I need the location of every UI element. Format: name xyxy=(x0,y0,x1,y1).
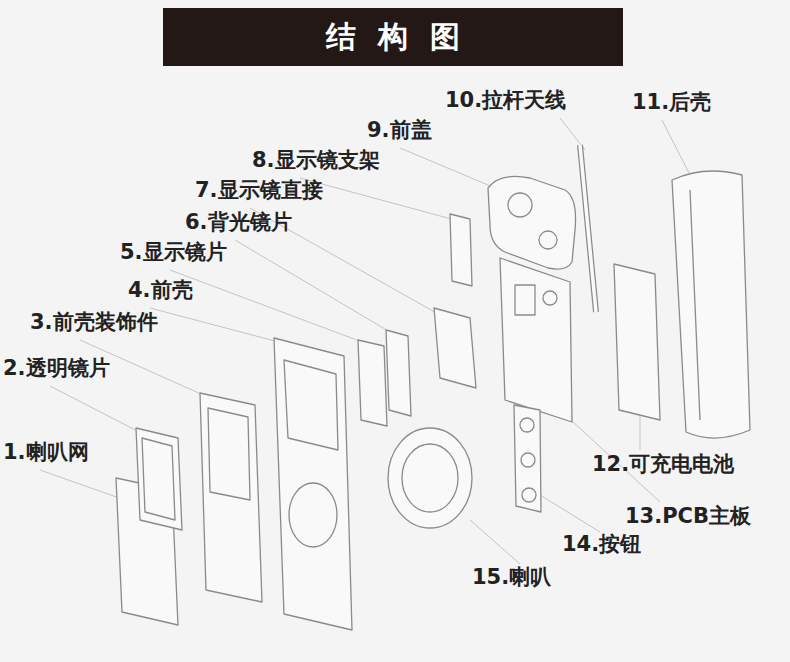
part-label: 4.前壳 xyxy=(128,278,193,303)
part-label: 2.透明镜片 xyxy=(3,356,110,381)
part-label: 13.PCB主板 xyxy=(625,504,751,529)
diagram-title: 结构图 xyxy=(304,17,482,58)
part-label: 9.前盖 xyxy=(367,118,432,143)
part-label: 15.喇叭 xyxy=(472,565,551,590)
part-label: 10.拉杆天线 xyxy=(445,88,566,113)
part-label: 5.显示镜片 xyxy=(120,240,227,265)
part-label: 3.前壳装饰件 xyxy=(30,310,158,335)
part-label: 8.显示镜支架 xyxy=(252,148,380,173)
part-label: 7.显示镜直接 xyxy=(195,178,323,203)
part-label: 6.背光镜片 xyxy=(185,210,292,235)
part-label: 12.可充电电池 xyxy=(592,452,734,477)
title-band: 结构图 xyxy=(163,8,623,66)
part-label: 14.按钮 xyxy=(562,532,641,557)
part-label: 11.后壳 xyxy=(632,90,711,115)
part-label: 1.喇叭网 xyxy=(3,440,89,465)
